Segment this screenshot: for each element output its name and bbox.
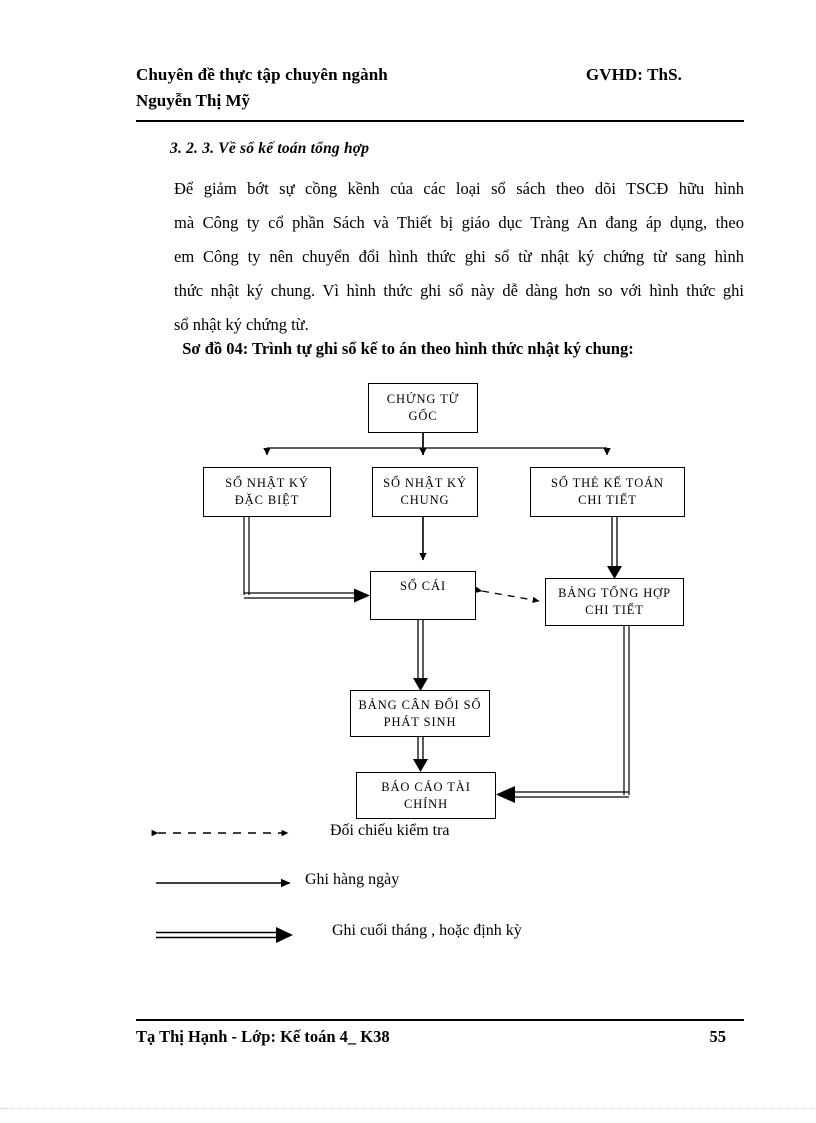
legend-label: Ghi cuối tháng , hoặc định kỳ	[332, 922, 522, 939]
header-advisor-name: Nguyễn Thị Mỹ	[136, 91, 250, 110]
node-bao-cao-tai-chinh: BÁO CÁO TÀI CHÍNH	[356, 772, 496, 819]
node-line: SỔ NHẬT KÝ	[383, 476, 467, 490]
header-title-right: GVHD: ThS.	[585, 65, 682, 84]
node-line: PHÁT SINH	[383, 714, 457, 729]
node-line: BÁO CÁO TÀI	[381, 779, 471, 794]
node-line: SỔ THẺ KẾ TOÁN	[551, 476, 664, 490]
edge-dacbiet-to-socai	[243, 517, 370, 603]
node-bang-tong-hop-chi-tiet: BẢNG TỔNG HỢP CHI TIẾT	[545, 578, 684, 626]
legend-label: Ghi hàng ngày	[305, 871, 400, 888]
legend-row-cuoi-thang: Ghi cuối tháng , hoặc định kỳ	[150, 920, 710, 962]
paragraph-line: Để giảm bớt sự cồng kềnh của các loại sổ…	[174, 179, 744, 198]
page-header: Chuyên đề thực tập chuyên ngành GVHD: Th…	[136, 62, 744, 114]
node-so-nhat-ky-chung: SỔ NHẬT KÝ CHUNG	[372, 467, 478, 517]
legend-row-hang-ngay: Ghi hàng ngày	[150, 868, 710, 910]
node-line: CHI TIẾT	[585, 603, 644, 617]
node-so-cai: SỔ CÁI	[370, 571, 476, 620]
header-title-left: Chuyên đề thực tập chuyên ngành	[136, 65, 388, 84]
node-line: BẢNG CÂN ĐỐI SỐ	[358, 697, 482, 712]
node-line: CHÍNH	[403, 796, 449, 811]
page-footer: Tạ Thị Hạnh - Lớp: Kế toán 4_ K38 55	[136, 1027, 744, 1047]
paragraph-line: mà Công ty cổ phần Sách và Thiết bị giáo…	[174, 213, 744, 232]
edge-sothe-to-bangtonghop	[607, 517, 622, 579]
node-line: BẢNG TỔNG HỢP	[558, 586, 671, 600]
legend-row-doi-chieu: Đối chiếu kiểm tra	[150, 818, 710, 860]
diagram-title: Sơ đồ 04: Trình tự ghi sổ kế to án theo …	[182, 339, 634, 358]
node-chung-tu-goc: CHỨNG TỪ GỐC	[368, 383, 478, 433]
single-arrow-icon	[156, 878, 291, 888]
node-line: SỔ NHẬT KÝ	[225, 476, 309, 490]
paragraph-line: em Công ty nên chuyển đổi hình thức ghi …	[174, 247, 744, 266]
node-line: CHI TIẾT	[578, 493, 637, 507]
edge-socai-to-bangcandoi	[413, 620, 428, 691]
dashed-double-arrow-icon	[151, 829, 289, 837]
footer-divider	[136, 1019, 744, 1021]
body-paragraph: Để giảm bớt sự cồng kềnh của các loại sổ…	[136, 172, 744, 342]
legend-label: Đối chiếu kiểm tra	[330, 822, 450, 839]
header-divider	[136, 120, 744, 122]
node-line: SỔ CÁI	[399, 579, 447, 593]
node-so-the-ke-toan-chi-tiet: SỔ THẺ KẾ TOÁN CHI TIẾT	[530, 467, 685, 517]
footer-author: Tạ Thị Hạnh - Lớp: Kế toán 4_ K38	[136, 1027, 390, 1046]
edge-socai-bangtonghop-dashed	[475, 586, 540, 604]
node-so-nhat-ky-dac-biet: SỔ NHẬT KÝ ĐẶC BIỆT	[203, 467, 331, 517]
diagram-legend: Đối chiếu kiểm tra Ghi hàng ngày Ghi cuố…	[150, 818, 710, 962]
header-row-1: Chuyên đề thực tập chuyên ngành GVHD: Th…	[136, 62, 744, 88]
paragraph-line: thức nhật ký chung. Vì hình thức ghi sổ …	[174, 281, 744, 300]
node-line: GỐC	[408, 409, 438, 423]
node-bang-can-doi-so-phat-sinh: BẢNG CÂN ĐỐI SỐ PHÁT SINH	[350, 690, 490, 737]
node-line: ĐẶC BIỆT	[234, 493, 300, 507]
paragraph-line: sổ nhật ký chứng từ.	[174, 315, 309, 334]
edge-branch-bus	[263, 447, 611, 456]
page-number: 55	[709, 1027, 727, 1046]
section-heading: 3. 2. 3. Về sổ kế toán tổng hợp	[170, 140, 370, 157]
node-line: CHUNG	[400, 493, 450, 507]
node-line: CHỨNG TỪ	[386, 392, 460, 406]
edge-bangcandoi-to-baocao	[413, 737, 428, 772]
double-arrow-icon	[156, 927, 293, 943]
page-bottom-edge	[0, 1108, 816, 1109]
edge-bangtonghop-to-baocao	[496, 626, 630, 803]
